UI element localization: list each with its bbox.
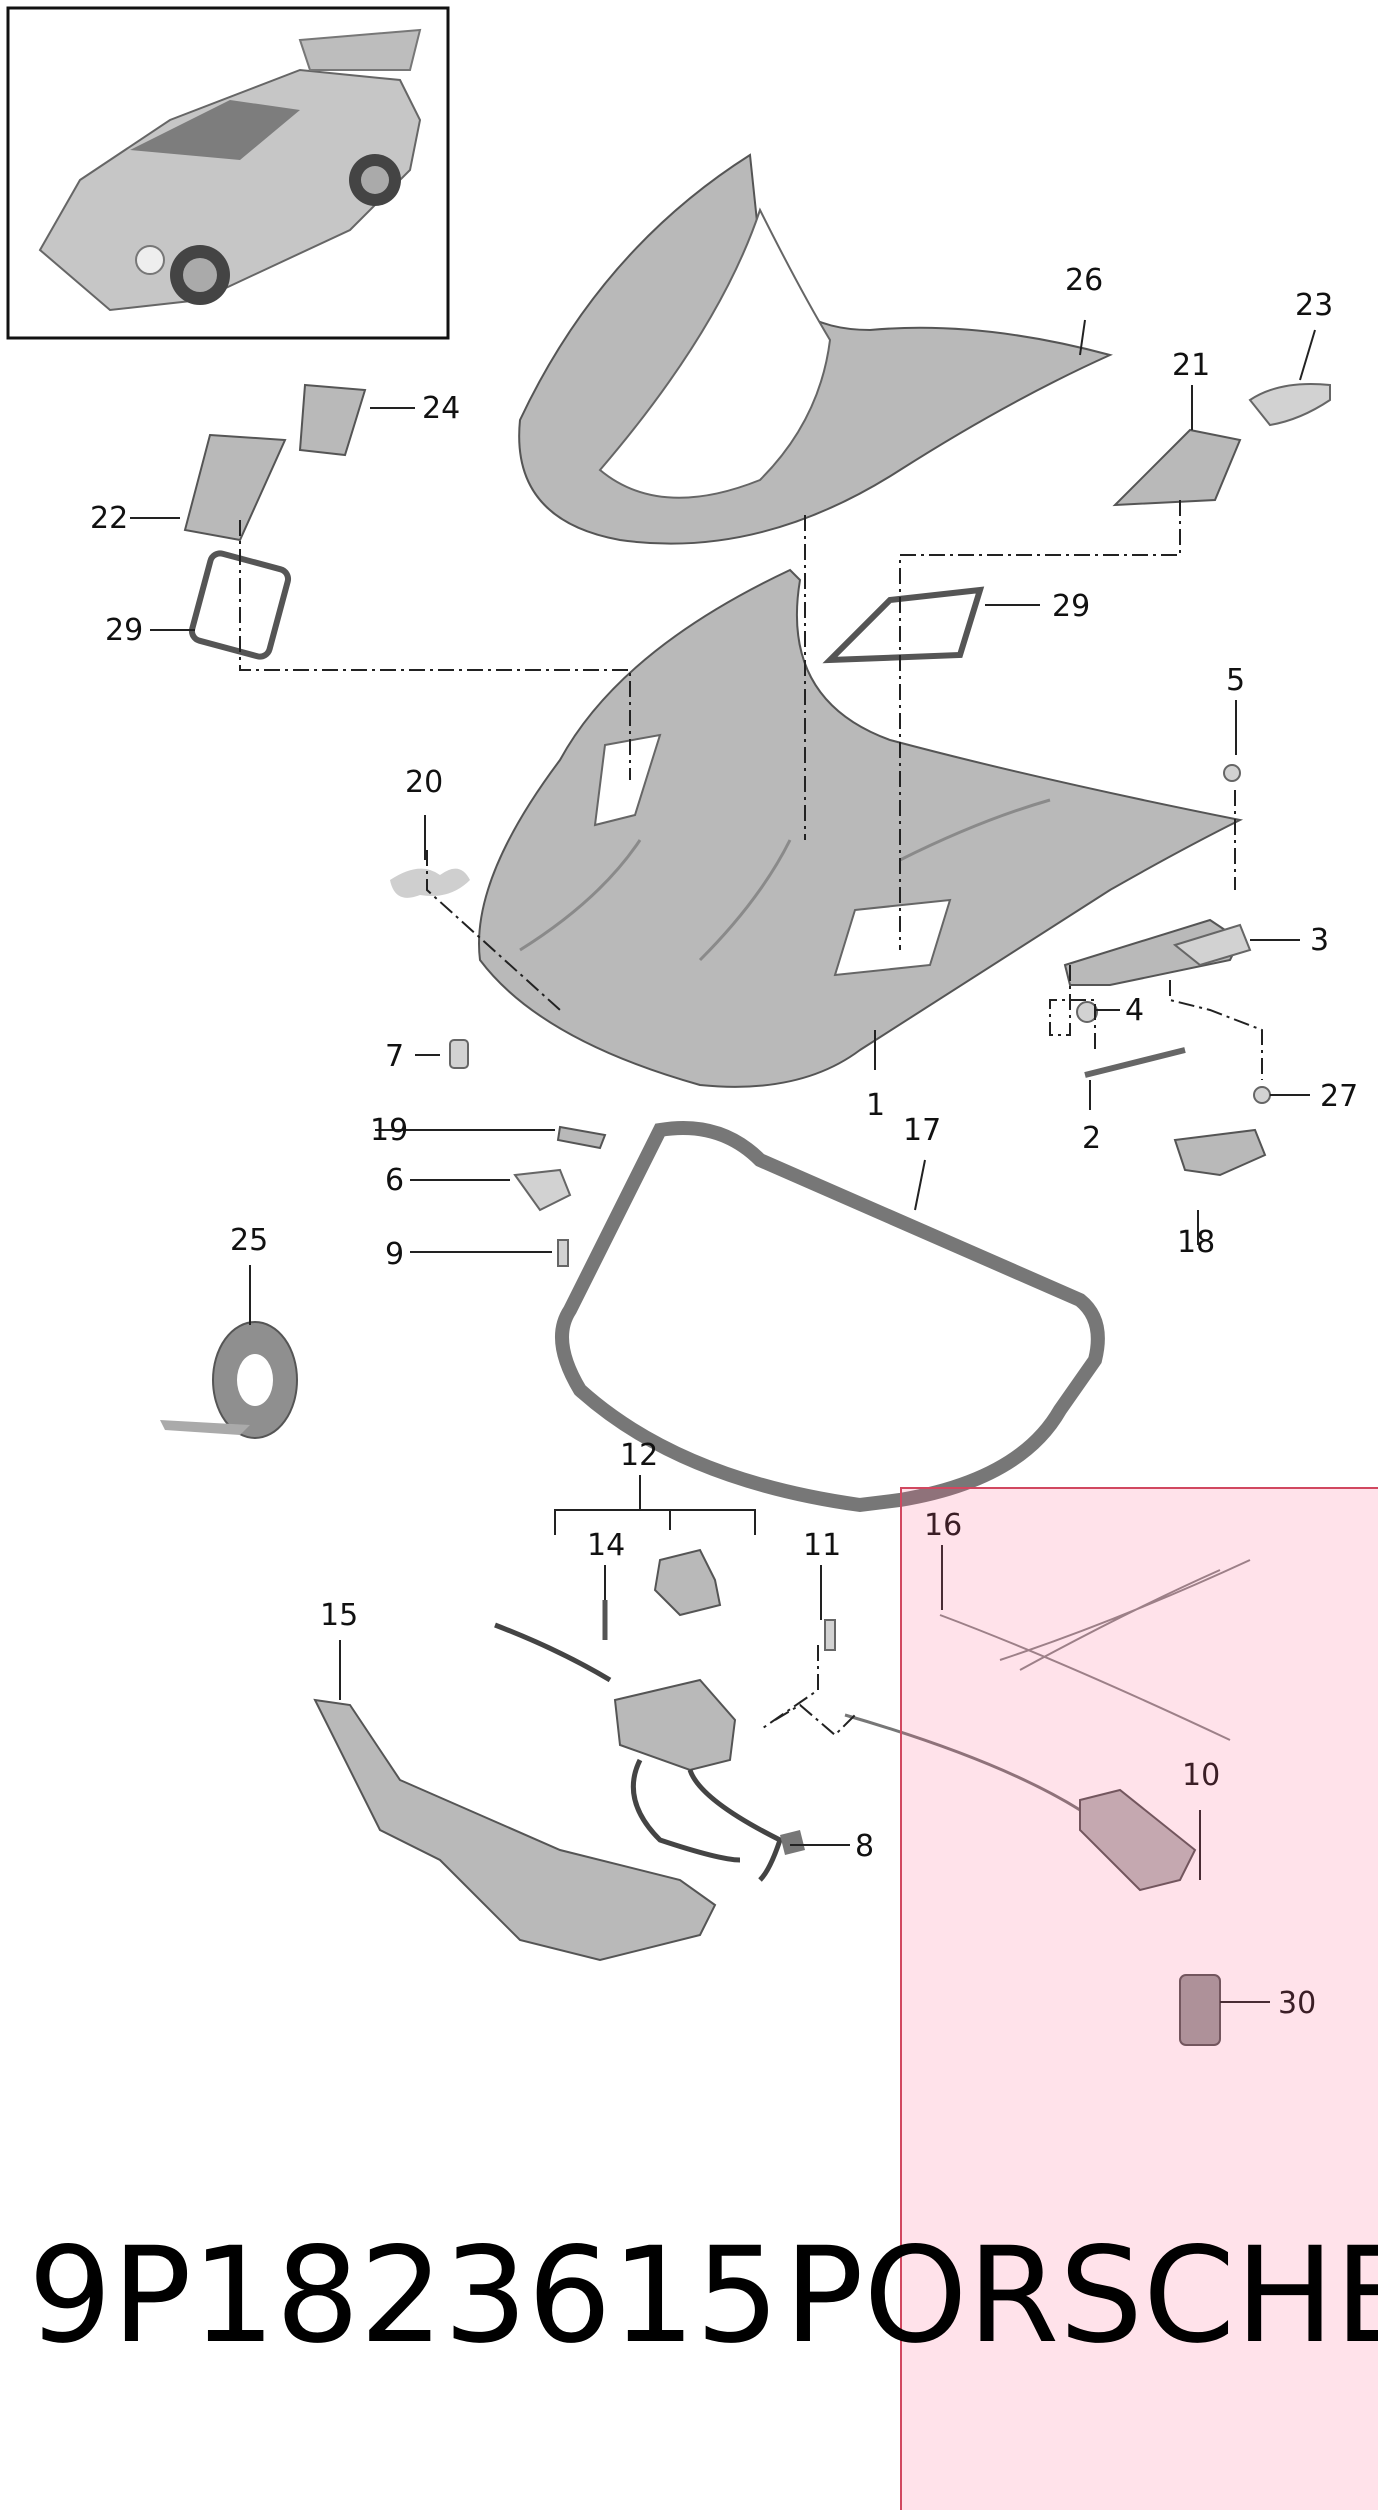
part-number-caption: 9P1823615 — [28, 2219, 780, 2373]
label-4: 4 — [1125, 993, 1144, 1028]
brand-caption: PORSCHE — [784, 2219, 1378, 2373]
hood-lock-actuator — [494, 1548, 836, 1882]
callout-labels: 1 2 3 4 5 6 7 8 9 10 11 12 14 15 16 17 1… — [90, 263, 1358, 2021]
label-20: 20 — [405, 765, 443, 800]
label-30: 30 — [1278, 1986, 1316, 2021]
tape-roll — [160, 1321, 298, 1439]
label-11: 11 — [803, 1528, 841, 1563]
lock-carrier — [313, 1698, 717, 1962]
label-18: 18 — [1177, 1225, 1215, 1260]
label-29-left: 29 — [105, 613, 143, 648]
label-12: 12 — [620, 1438, 658, 1473]
label-3: 3 — [1310, 923, 1329, 958]
label-19: 19 — [370, 1113, 408, 1148]
hood-upper-panel — [518, 153, 1113, 545]
hook-part — [513, 1168, 572, 1212]
label-22: 22 — [90, 501, 128, 536]
label-5: 5 — [1226, 663, 1245, 698]
release-cable-assembly — [844, 1559, 1251, 2046]
leader-lines — [130, 319, 1316, 2003]
label-2: 2 — [1082, 1121, 1101, 1156]
left-vent-seal — [188, 550, 292, 660]
label-7: 7 — [385, 1039, 404, 1074]
label-29-right: 29 — [1052, 589, 1090, 624]
bracket-19 — [556, 1125, 607, 1150]
foam-pad — [390, 868, 470, 898]
highlight-overlay — [900, 1487, 1378, 2510]
label-16: 16 — [924, 1508, 962, 1543]
label-10: 10 — [1182, 1758, 1220, 1793]
screw-part — [557, 1239, 569, 1267]
label-1: 1 — [866, 1088, 885, 1123]
label-15: 15 — [320, 1598, 358, 1633]
label-6: 6 — [385, 1163, 404, 1198]
right-vent-seal — [822, 586, 985, 664]
hood-stop-clip — [1173, 1128, 1267, 1177]
right-air-vent — [1112, 383, 1331, 507]
label-8: 8 — [855, 1829, 874, 1864]
car-thumbnail — [6, 6, 450, 340]
front-hood-panel — [478, 568, 1244, 1088]
label-27: 27 — [1320, 1079, 1358, 1114]
buffer-part — [449, 1039, 469, 1069]
label-25: 25 — [230, 1223, 268, 1258]
left-air-vent — [183, 383, 367, 542]
label-14: 14 — [587, 1528, 625, 1563]
label-9: 9 — [385, 1237, 404, 1272]
hinge-assembly — [1063, 764, 1271, 1104]
label-26: 26 — [1065, 263, 1103, 298]
label-21: 21 — [1172, 348, 1210, 383]
label-17: 17 — [903, 1113, 941, 1148]
assembly-lines — [239, 500, 1263, 1737]
label-23: 23 — [1295, 288, 1333, 323]
label-24: 24 — [422, 391, 460, 426]
